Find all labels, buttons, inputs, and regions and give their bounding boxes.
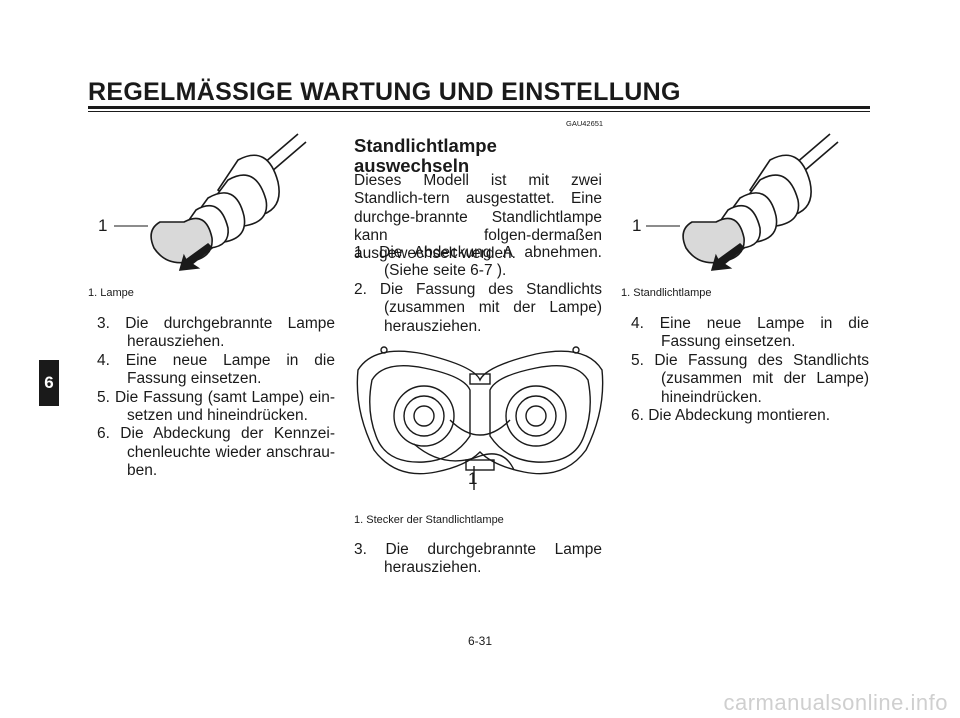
caption-right: 1. Standlichtlampe	[621, 287, 712, 299]
figure-label-right: 1	[632, 216, 642, 235]
list-item: 5. Die Fassung des Standlichts (zusammen…	[631, 351, 869, 406]
steps-left: 3. Die durchgebrannte Lampe herausziehen…	[97, 315, 335, 481]
section-intro: Dieses Modell ist mit zwei Standlich-ter…	[354, 172, 602, 263]
chapter-tab: 6	[39, 360, 59, 406]
header-rule-thin	[88, 111, 870, 112]
headlight-illustration	[356, 346, 604, 490]
section-title: Standlichtlampe auswechseln	[354, 135, 497, 176]
figure-label-left: 1	[98, 216, 108, 235]
bulb-illustration-left	[114, 133, 307, 271]
list-item: 4. Eine neue Lampe in die Fassung einset…	[97, 351, 335, 388]
steps-middle: 1. Die Abdeckung A abnehmen. (Siehe seit…	[354, 244, 602, 336]
list-item: 6. Die Abdeckung der Kennzei-chenleuchte…	[97, 425, 335, 480]
header-rule-thick	[88, 106, 870, 109]
caption-left: 1. Lampe	[88, 287, 134, 299]
list-item: 4. Eine neue Lampe in die Fassung einset…	[631, 315, 869, 351]
list-item: 1. Die Abdeckung A abnehmen. (Siehe seit…	[354, 244, 602, 280]
list-item: 5. Die Fassung (samt Lampe) ein-setzen u…	[97, 388, 335, 425]
caption-middle: 1. Stecker der Standlichtlampe	[354, 514, 504, 526]
watermark: carmanualsonline.info	[723, 690, 948, 715]
list-item: 6. Die Abdeckung montieren.	[631, 407, 831, 425]
figure-label-middle: 1	[468, 469, 478, 488]
section-code: GAU42651	[566, 119, 604, 128]
bulb-illustration-right	[646, 133, 839, 271]
steps-right: 4. Eine neue Lampe in die Fassung einset…	[631, 315, 869, 425]
page-number: 6-31	[467, 634, 493, 648]
steps-middle-2: 3. Die durchgebrannte Lampe herausziehen…	[354, 541, 602, 578]
page-header-title: REGELMÄSSIGE WARTUNG UND EINSTELLUNG	[88, 78, 681, 106]
list-item: 2. Die Fassung des Standlichts (zusammen…	[354, 280, 602, 335]
list-item: 3. Die durchgebrannte Lampe herausziehen…	[97, 315, 335, 351]
list-item: 3. Die durchgebrannte Lampe herausziehen…	[354, 541, 602, 577]
